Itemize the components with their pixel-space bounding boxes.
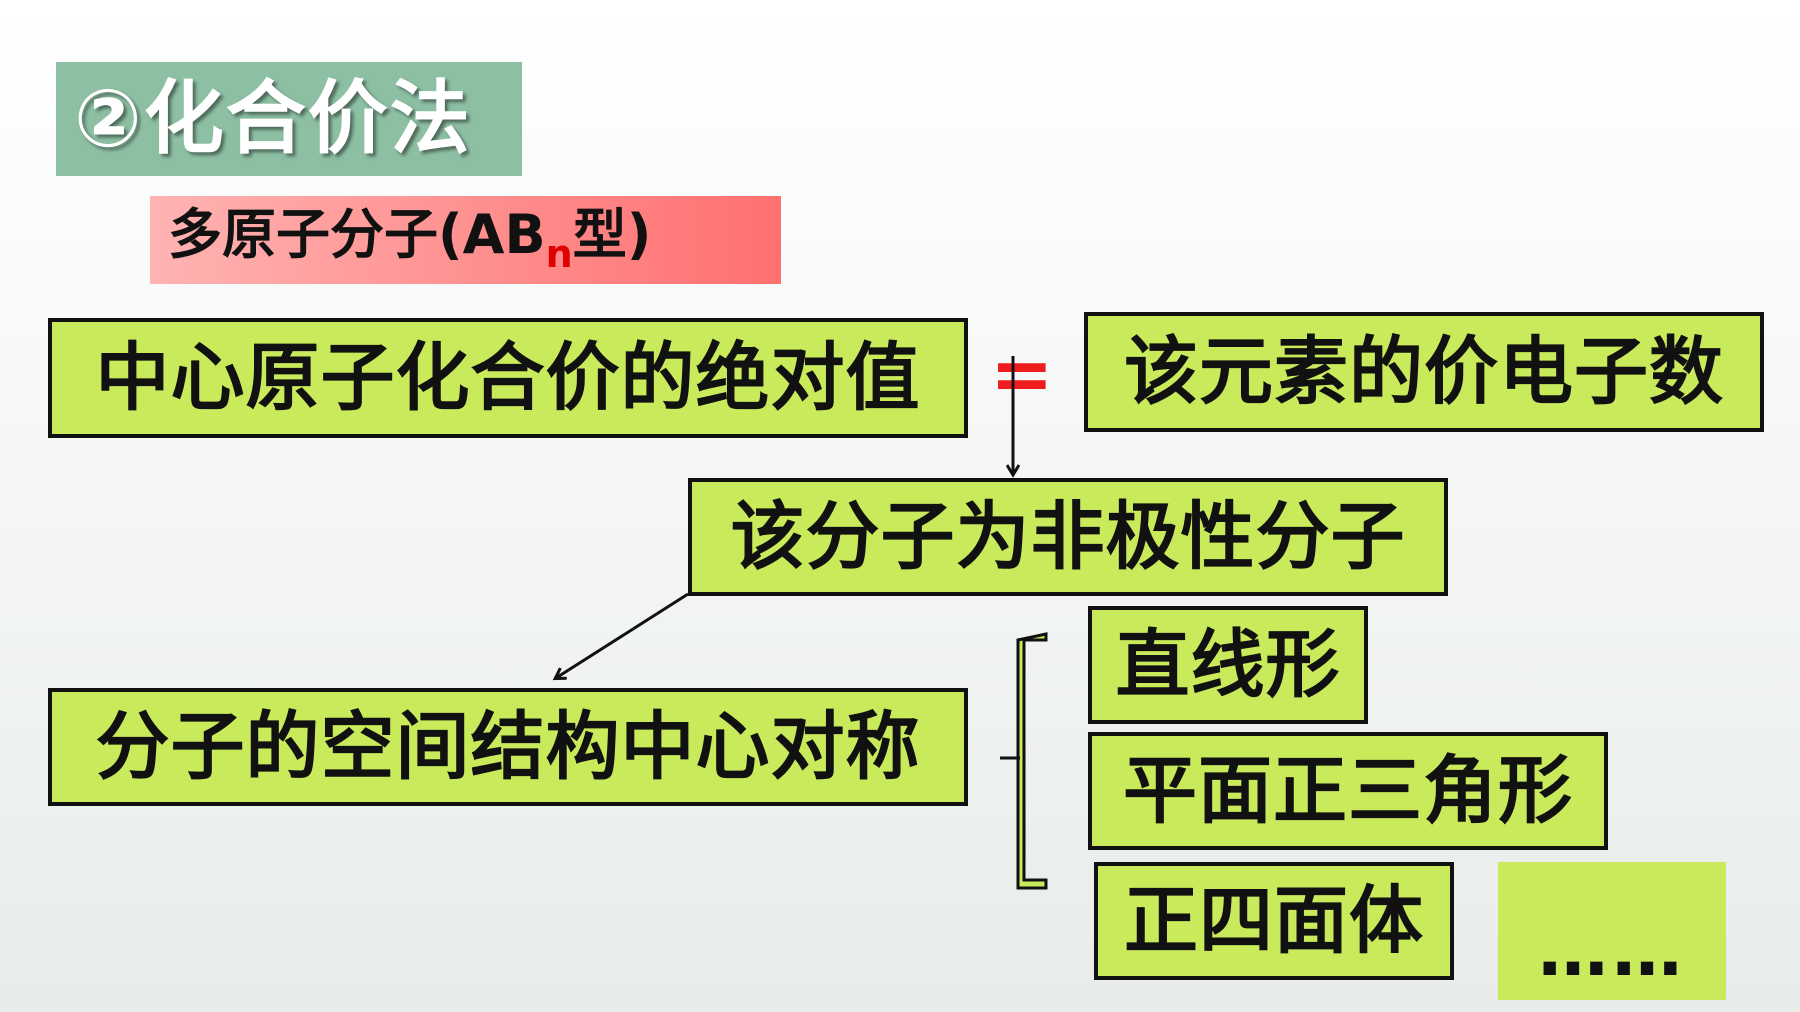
title-banner: ②化合价法 (56, 62, 522, 176)
bracket (1016, 632, 1048, 890)
equals-sign: = (990, 329, 1054, 418)
label-valence-electrons: 该元素的价电子数 (1124, 329, 1724, 415)
box-nonpolar: 该分子为非极性分子 (688, 478, 1448, 596)
box-ellipsis: …… (1498, 862, 1726, 1000)
subtitle-banner: 多原子分子(ABn型) (150, 196, 781, 284)
subtitle-text-before: 多原子分子(AB (168, 202, 546, 266)
box-central-abs-valence: 中心原子化合价的绝对值 (48, 318, 968, 438)
subtitle: 多原子分子(ABn型) (168, 207, 651, 276)
box-symmetric-structure: 分子的空间结构中心对称 (48, 688, 968, 806)
subtitle-text-after: 型) (572, 202, 652, 266)
box-linear: 直线形 (1088, 606, 1368, 724)
box-tetrahedral: 正四面体 (1094, 862, 1454, 980)
label-linear: 直线形 (1115, 622, 1341, 708)
label-symmetric-structure: 分子的空间结构中心对称 (95, 704, 921, 790)
subtitle-subscript: n (545, 231, 573, 276)
box-trigonal-planar: 平面正三角形 (1088, 732, 1608, 850)
label-nonpolar: 该分子为非极性分子 (730, 494, 1406, 580)
label-tetrahedral: 正四面体 (1124, 878, 1424, 964)
label-central-abs-valence: 中心原子化合价的绝对值 (95, 335, 921, 421)
box-valence-electrons: 该元素的价电子数 (1084, 312, 1764, 432)
label-ellipsis: …… (1538, 910, 1686, 992)
label-trigonal-planar: 平面正三角形 (1123, 748, 1573, 834)
page-title: ②化合价法 (74, 72, 472, 165)
arrow-to-symmetric (556, 592, 689, 678)
